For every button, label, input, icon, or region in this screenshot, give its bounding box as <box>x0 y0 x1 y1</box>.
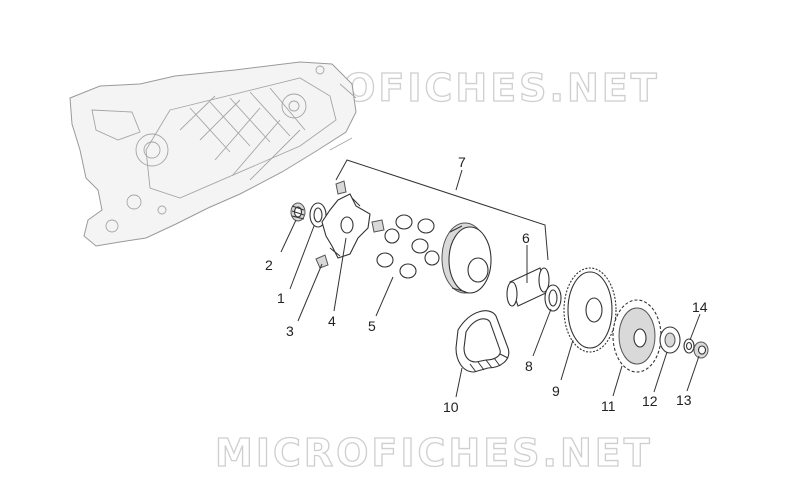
leader-line-5 <box>375 276 394 317</box>
callout-1: 1 <box>277 290 285 306</box>
ramp-plate-icon <box>321 193 371 259</box>
leader-line-11 <box>612 365 623 397</box>
clutch-plate-icon <box>612 299 662 373</box>
leader-line-10 <box>455 367 463 398</box>
washer-icon <box>309 202 327 228</box>
leader-line-12 <box>653 351 668 393</box>
spring-icon <box>290 202 306 222</box>
gear-pulley-icon <box>563 267 617 353</box>
leader-line-9 <box>560 339 574 381</box>
leader-line-1 <box>289 225 315 290</box>
callout-4: 4 <box>328 313 336 329</box>
engine-casing-icon <box>69 61 357 247</box>
callout-14: 14 <box>692 299 708 315</box>
leader-line-2 <box>280 219 297 253</box>
callout-13: 13 <box>676 392 692 408</box>
callout-8: 8 <box>525 358 533 374</box>
leader-lines <box>280 219 701 398</box>
watermark-bottom: MICROFICHES.NET <box>215 431 653 475</box>
leader-line-7 <box>455 169 463 191</box>
callout-7: 7 <box>458 154 466 170</box>
callout-6: 6 <box>522 230 530 246</box>
leader-line-3 <box>297 263 323 322</box>
nut-icon <box>693 341 709 359</box>
callout-2: 2 <box>265 257 273 273</box>
callout-11: 11 <box>601 398 616 414</box>
leader-line-14 <box>689 313 701 341</box>
washer-icon <box>544 284 562 312</box>
callout-10: 10 <box>443 399 459 415</box>
callout-9: 9 <box>552 383 560 399</box>
group-bracket-line <box>335 159 549 261</box>
slider-guide-icon <box>315 180 385 269</box>
washer-icon <box>683 338 695 354</box>
pulley-half-icon <box>441 222 492 294</box>
callout-labels: 2 1 3 4 5 6 7 8 9 10 11 12 13 14 <box>265 154 708 415</box>
roller-weights-icon <box>376 214 440 279</box>
clutch-plate-icon <box>659 326 681 354</box>
leader-line-13 <box>686 355 700 392</box>
callout-3: 3 <box>286 323 294 339</box>
drive-belt-icon <box>455 310 510 373</box>
leader-line-4 <box>333 237 347 312</box>
callout-12: 12 <box>642 393 658 409</box>
callout-5: 5 <box>368 318 376 334</box>
leader-line-8 <box>532 308 552 357</box>
bushing-icon <box>506 267 550 307</box>
